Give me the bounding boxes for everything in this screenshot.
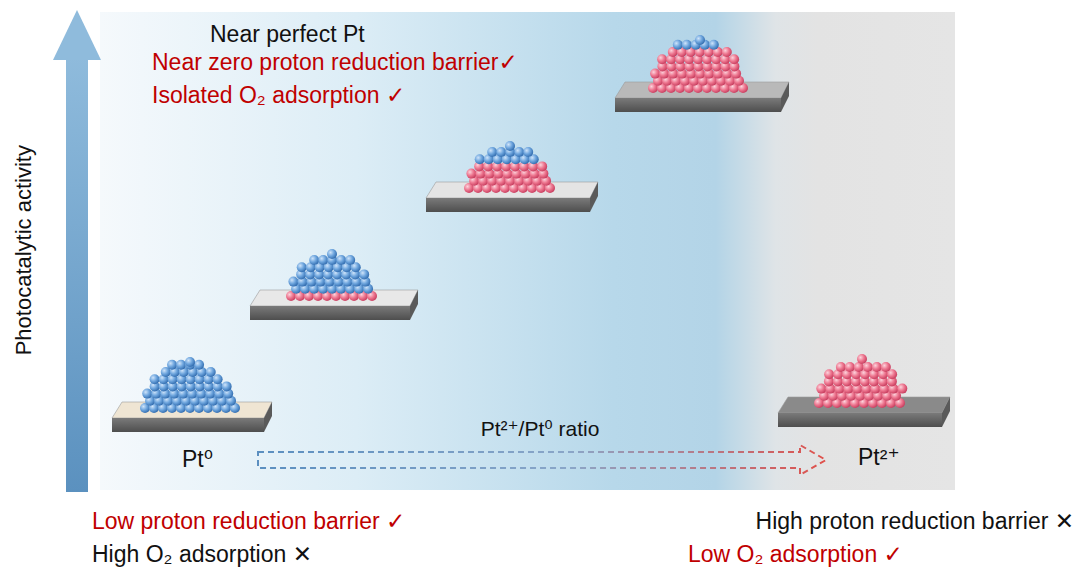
pt2-atom [863, 362, 873, 372]
pt0-atom [222, 381, 232, 391]
substrate-front [112, 418, 264, 432]
particle-group [112, 35, 950, 432]
pt0-atom [695, 35, 705, 45]
axis-shaft [66, 56, 88, 492]
property-note: High O₂ adsorption ✕ [92, 541, 312, 569]
pt0-atom [185, 357, 195, 367]
pt0-atom [359, 269, 369, 279]
substrate-front [426, 198, 590, 212]
pt0-atom [297, 262, 307, 272]
state-label: Pt²⁺ [858, 444, 900, 472]
pt2-atom [857, 354, 867, 364]
pt2-atom [816, 384, 826, 394]
pt0-atom [505, 141, 515, 151]
pt0-atom [327, 249, 337, 259]
axis-arrowhead [53, 10, 101, 60]
pt2-atom [722, 47, 732, 57]
pt0-atom [487, 147, 497, 157]
pt2-atom [836, 362, 846, 372]
substrate-side [590, 182, 598, 212]
state-label: Pt⁰ [182, 446, 213, 474]
pt0-atom [206, 367, 216, 377]
pt2-atom [845, 362, 855, 372]
pt0-atom [523, 147, 533, 157]
pt2-atom [897, 384, 907, 394]
substrate-top [778, 397, 950, 413]
pt0-atom [142, 389, 152, 399]
pt0-atom [318, 255, 328, 265]
pt2-atom [657, 54, 667, 64]
pt0-atom [475, 154, 485, 164]
substrate-front [778, 413, 942, 427]
pt0-atom [345, 255, 355, 265]
pt0-atom [309, 255, 319, 265]
pt2-atom [872, 362, 882, 372]
ratio-arrow [258, 445, 826, 475]
pt0-atom [150, 374, 160, 384]
pt2-atom [824, 369, 834, 379]
property-note: Low O₂ adsorption ✓ [688, 541, 903, 569]
substrate-side [264, 402, 272, 432]
pt2-atom [881, 362, 891, 372]
pt0-atom [194, 360, 204, 370]
pt0-atom [673, 40, 683, 50]
pt0-atom [176, 360, 186, 370]
pt0-atom [682, 40, 692, 50]
substrate-front [615, 98, 781, 112]
pt2-atom [537, 161, 547, 171]
substrate-side [410, 290, 418, 320]
pt0-atom [336, 255, 346, 265]
property-note: Low proton reduction barrier ✓ [92, 508, 405, 536]
ratio-label: Pt²⁺/Pt⁰ ratio [481, 416, 600, 441]
pt0-atom [167, 360, 177, 370]
pt0-atom [514, 147, 524, 157]
substrate-side [781, 82, 789, 112]
axis-label: Photocatalytic activity [11, 145, 37, 355]
pt0-atom [709, 40, 719, 50]
pt2-atom [466, 169, 476, 179]
property-note: Isolated O₂ adsorption ✓ [152, 82, 405, 110]
pt0-atom [496, 147, 506, 157]
pt2-atom [650, 69, 660, 79]
background-gradient [100, 12, 955, 490]
property-note: Near zero proton reduction barrier✓ [152, 49, 518, 77]
pt2-atom [729, 54, 739, 64]
heading: Near perfect Pt [210, 21, 365, 49]
substrate-side [942, 397, 950, 427]
property-note: High proton reduction barrier ✕ [756, 508, 1074, 536]
substrate-front [250, 306, 410, 320]
pt0-atom [288, 277, 298, 287]
